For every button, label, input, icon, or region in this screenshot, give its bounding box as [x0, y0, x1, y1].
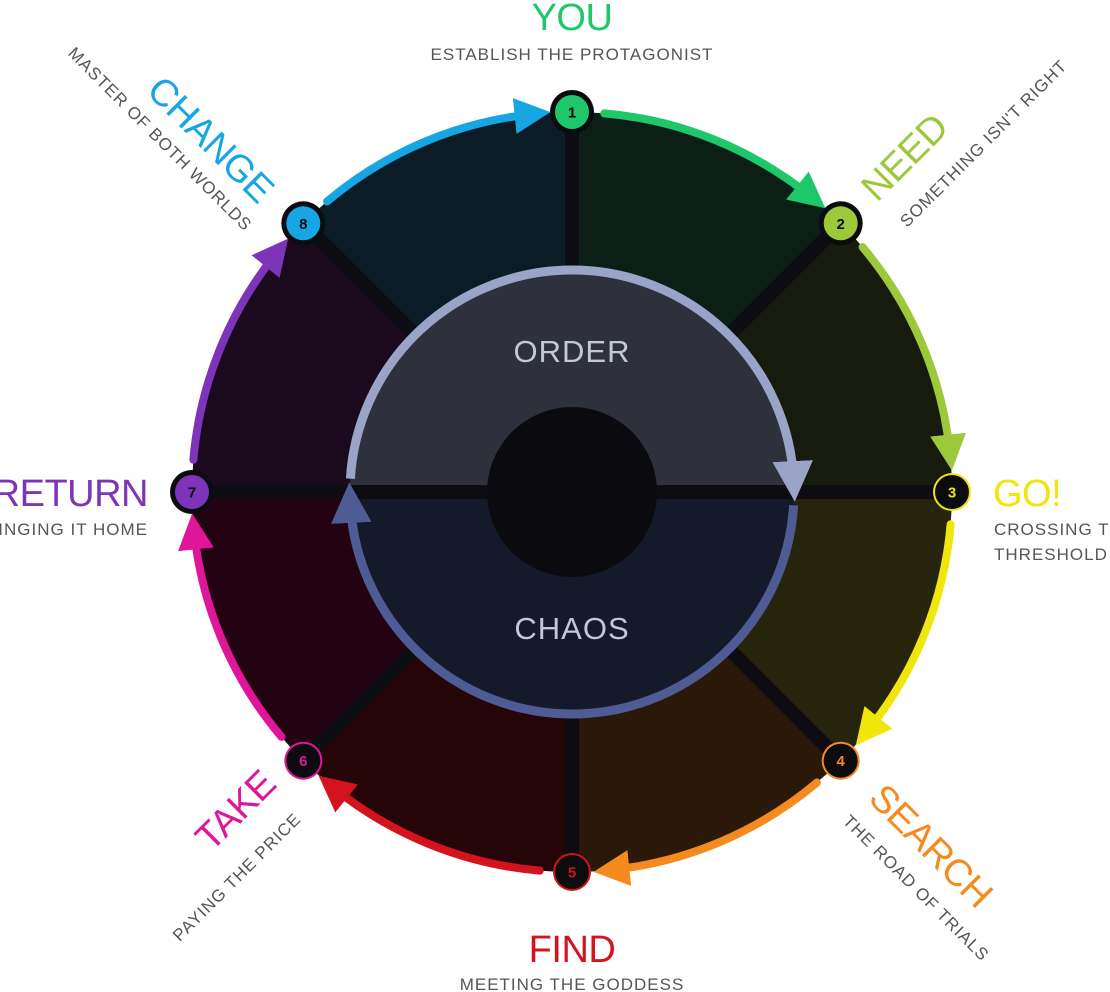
step-node-3: 3	[933, 473, 971, 511]
step-title-return: RETURN	[0, 473, 148, 515]
step-node-5: 5	[553, 853, 591, 891]
step-node-2: 2	[818, 201, 863, 246]
center-core	[487, 407, 657, 577]
chaos-ring-arrow	[331, 482, 799, 719]
step-number-1: 1	[568, 105, 576, 122]
order-half	[350, 270, 794, 492]
step-subtitle-return: BRINGING IT HOME	[0, 520, 148, 539]
step-number-6: 6	[299, 753, 307, 770]
step-subtitle-go-line-2: THRESHOLD	[994, 545, 1108, 564]
step-node-7: 7	[170, 470, 214, 514]
step-subtitle-go-line-1: CROSSING THE	[994, 520, 1110, 539]
step-title-go: GO!	[993, 473, 1061, 515]
step-number-7: 7	[188, 485, 196, 502]
arrow-find-to-take	[318, 775, 544, 875]
step-number-2: 2	[837, 216, 845, 233]
arrow-return-to-change	[189, 238, 289, 464]
step-node-1: 1	[550, 90, 594, 134]
arrow-need-to-go	[858, 243, 966, 471]
chaos-half	[350, 492, 794, 714]
step-subtitle-you: ESTABLISH THE PROTAGONIST	[431, 45, 714, 64]
step-node-4: 4	[821, 741, 860, 780]
arrow-take-to-return	[178, 513, 286, 741]
step-node-6: 6	[284, 741, 323, 780]
step-nodes: 1 2 3 4 5 6 7 8	[170, 90, 971, 891]
step-node-8: 8	[281, 201, 326, 246]
step-title-find: FIND	[529, 929, 616, 971]
step-number-4: 4	[837, 753, 846, 770]
order-ring-arrow	[345, 265, 813, 502]
step-number-5: 5	[568, 865, 576, 882]
inner-circle: ORDER CHAOS	[331, 265, 813, 719]
outer-arrows	[178, 98, 966, 886]
step-subtitle-find: MEETING THE GODDESS	[460, 975, 685, 992]
arrow-you-to-need	[600, 109, 826, 209]
order-label: ORDER	[514, 334, 631, 369]
arrow-change-to-you	[323, 98, 551, 206]
step-number-8: 8	[299, 216, 307, 233]
chaos-label: CHAOS	[514, 611, 629, 646]
step-title-you: YOU	[532, 0, 613, 39]
arrow-go-to-search	[855, 520, 955, 746]
arrow-search-to-find	[593, 778, 821, 886]
step-number-3: 3	[948, 485, 956, 502]
